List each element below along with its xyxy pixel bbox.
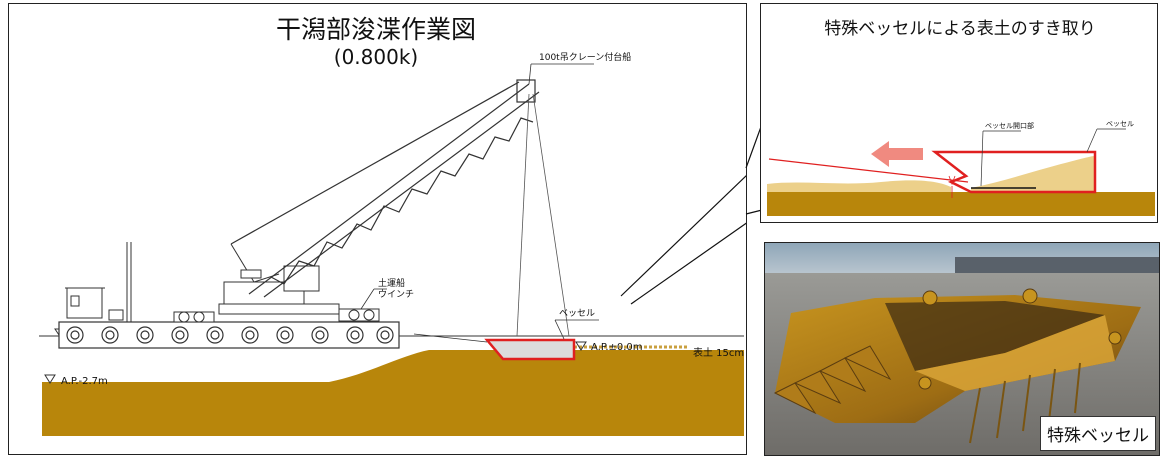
inset-opening-leader bbox=[980, 130, 984, 187]
photo-vessel-spikes bbox=[969, 362, 1081, 444]
inset-ground bbox=[767, 192, 1155, 216]
vessel-cable bbox=[413, 333, 488, 343]
level-label: A.P.±0.0m bbox=[591, 342, 643, 353]
topsoil-label: 表土 15cm bbox=[693, 346, 744, 359]
dredging-diagram: 干潟部浚渫作業図 (0.800k) bbox=[39, 15, 746, 436]
inset-opening-label: ベッセル開口部 bbox=[985, 121, 1034, 130]
inset-title: 特殊ベッセルによる表土のすき取り bbox=[824, 19, 1096, 39]
vessel-shape bbox=[484, 338, 576, 361]
diagram-title: 干潟部浚渫作業図 bbox=[276, 15, 476, 44]
hoist-cable-left bbox=[516, 93, 530, 337]
inset-panel: 特殊ベッセルによる表土のすき取り ベッセル開口部 ベッセル bbox=[760, 3, 1158, 223]
crane-boom bbox=[230, 79, 540, 298]
dredging-diagram-panel: 干潟部浚渫作業図 (0.800k) bbox=[8, 3, 747, 455]
inset-vessel-leader bbox=[1086, 128, 1098, 153]
vessel-photo bbox=[765, 243, 1159, 455]
inset-vessel-label: ベッセル bbox=[1106, 120, 1134, 128]
inset-pull-line bbox=[768, 158, 969, 183]
depth-marker-icon bbox=[44, 374, 56, 384]
depth-label: A.P.-2.7m bbox=[61, 376, 108, 387]
pontoon-wheels bbox=[66, 326, 394, 344]
inset-diagram: 特殊ベッセルによる表土のすき取り ベッセル開口部 ベッセル bbox=[767, 19, 1155, 216]
photo-vessel-teeth bbox=[773, 345, 892, 415]
crawler-crane bbox=[218, 243, 340, 315]
crane-label: 100t吊クレーン付台船 bbox=[539, 51, 631, 63]
inset-sand-inside bbox=[971, 156, 1095, 192]
seabed-soil bbox=[42, 350, 744, 436]
diagram-subtitle: (0.800k) bbox=[334, 45, 418, 69]
inset-vessel-outline bbox=[931, 150, 1097, 194]
hoist-cable-right bbox=[532, 93, 570, 337]
callout-line-lower bbox=[630, 222, 746, 305]
photo-caption: 特殊ベッセル bbox=[1040, 416, 1156, 451]
inset-sand-left bbox=[767, 180, 951, 192]
vessel-label: ベッセル bbox=[559, 308, 595, 319]
level-marker-icon bbox=[575, 341, 587, 351]
vessel-photo-panel: 特殊ベッセル bbox=[764, 242, 1160, 456]
callout-line-upper bbox=[620, 175, 746, 297]
barge-label: 土運船 bbox=[378, 277, 405, 289]
inset-direction-arrow-icon bbox=[871, 141, 923, 167]
winch-label: ウインチ bbox=[378, 289, 414, 300]
